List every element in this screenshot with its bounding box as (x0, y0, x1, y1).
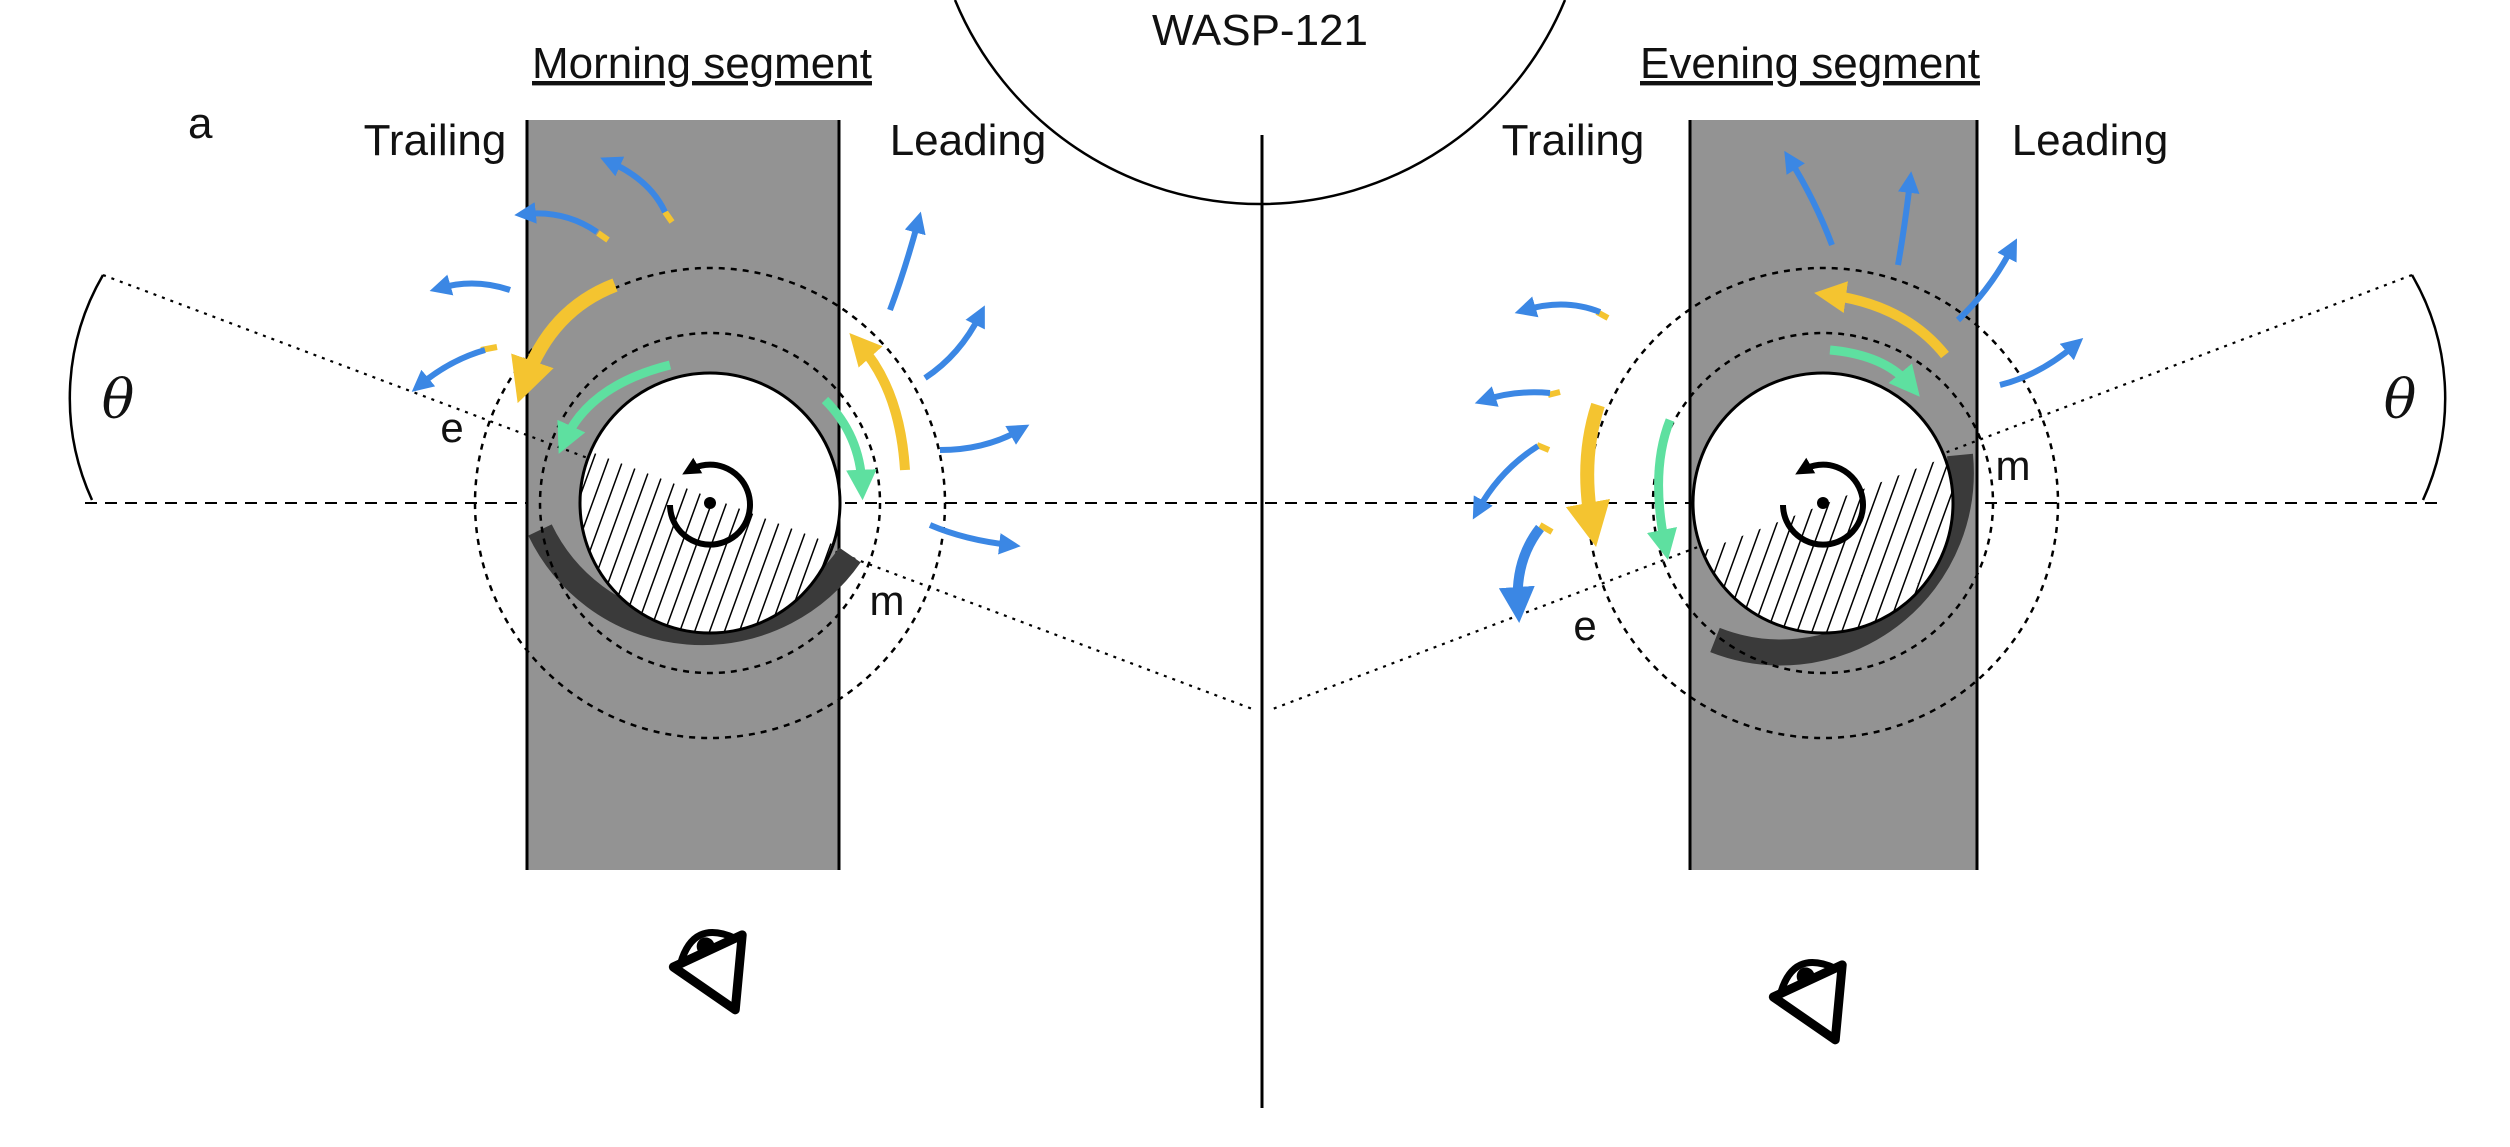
morning-leading-label: Leading (890, 116, 1047, 165)
evening-inner-wind-arrow (1829, 345, 1920, 397)
morning-outer-atmosphere (473, 266, 947, 740)
morning-inner-atmosphere (538, 331, 882, 675)
evening-theta-arc (2410, 274, 2447, 501)
morning-yellow-tick (662, 210, 675, 224)
evening-observer-eye-icon (1768, 959, 1847, 1045)
evening-nightside-hatch (1693, 440, 1953, 633)
evening-yellow-tick (1538, 522, 1554, 535)
morning-middle-wind-arrow (511, 278, 618, 404)
morning-nightside-hatch (580, 440, 840, 633)
panel-label: a (188, 99, 213, 148)
morning-inner-wind-arrow (557, 360, 672, 454)
evening-middle-wind-arrow (1565, 402, 1610, 548)
morning-planet-outline (578, 371, 842, 635)
morning-outer-wind-arrow (600, 156, 668, 214)
evening-outer-wind-arrow (1784, 150, 1835, 247)
evening-outer-wind-arrow (1498, 524, 1545, 623)
morning-trailing-label: Trailing (364, 116, 507, 165)
evening-yellow-tick (1547, 389, 1561, 398)
evening-leading-label: Leading (2012, 116, 2169, 165)
evening-planet-outline (1691, 371, 1955, 635)
morning-outer-wind-arrow (923, 305, 985, 381)
morning-theta-arc (68, 274, 105, 501)
morning-segment-title: Morning segment (532, 39, 872, 88)
morning-middle-wind-arrow (849, 333, 910, 471)
star-name: WASP-121 (1152, 6, 1368, 55)
morning-outer-wind-arrow (887, 211, 926, 312)
evening-panel: Evening segment Trailing Leading θ e m (1269, 39, 2447, 1045)
morning-outer-wind-arrow (939, 424, 1030, 453)
morning-panel: Morning segment Trailing Leading θ e m (68, 39, 1256, 1015)
morning-outer-wind-arrow (514, 202, 599, 235)
morning-inner-wind-arrow (821, 396, 877, 501)
morning-outer-wind-arrow (928, 522, 1021, 555)
morning-outer-wind-arrow (411, 347, 486, 392)
evening-outer-wind-arrow (1514, 296, 1602, 318)
evening-outer-wind-arrow (1474, 386, 1551, 407)
evening-dotted-sightline (1269, 273, 2413, 712)
evening-outer-wind-arrow (1895, 171, 1920, 266)
evening-rotation-arrow-icon (1780, 457, 1866, 548)
evening-planet-center (1817, 497, 1829, 509)
morning-morning-marker: m (870, 577, 905, 624)
morning-evening-marker: e (440, 404, 463, 451)
morning-planet-center (704, 497, 716, 509)
evening-outer-wind-arrow (1955, 238, 2018, 323)
evening-yellow-tick (1535, 442, 1551, 453)
evening-theta-label: θ (2384, 368, 2417, 431)
evening-middle-wind-arrow (1814, 281, 1949, 359)
morning-dotted-sightline (102, 273, 1256, 712)
evening-outer-wind-arrow (1999, 337, 2084, 388)
star-wasp-121 (953, 0, 1567, 206)
evening-morning-marker: m (1996, 442, 2031, 489)
morning-outer-wind-arrow (429, 274, 511, 296)
evening-outer-wind-arrow (1472, 443, 1540, 520)
morning-yellow-tick (596, 230, 610, 243)
evening-evening-marker: e (1573, 602, 1596, 649)
morning-theta-label: θ (102, 368, 135, 431)
evening-segment-title: Evening segment (1640, 39, 1980, 88)
evening-inner-atmosphere (1651, 331, 1995, 675)
evening-inner-wind-arrow (1646, 418, 1678, 561)
morning-rotation-arrow-icon (667, 457, 753, 548)
morning-observer-eye-icon (668, 929, 747, 1015)
evening-trailing-label: Trailing (1502, 116, 1645, 165)
